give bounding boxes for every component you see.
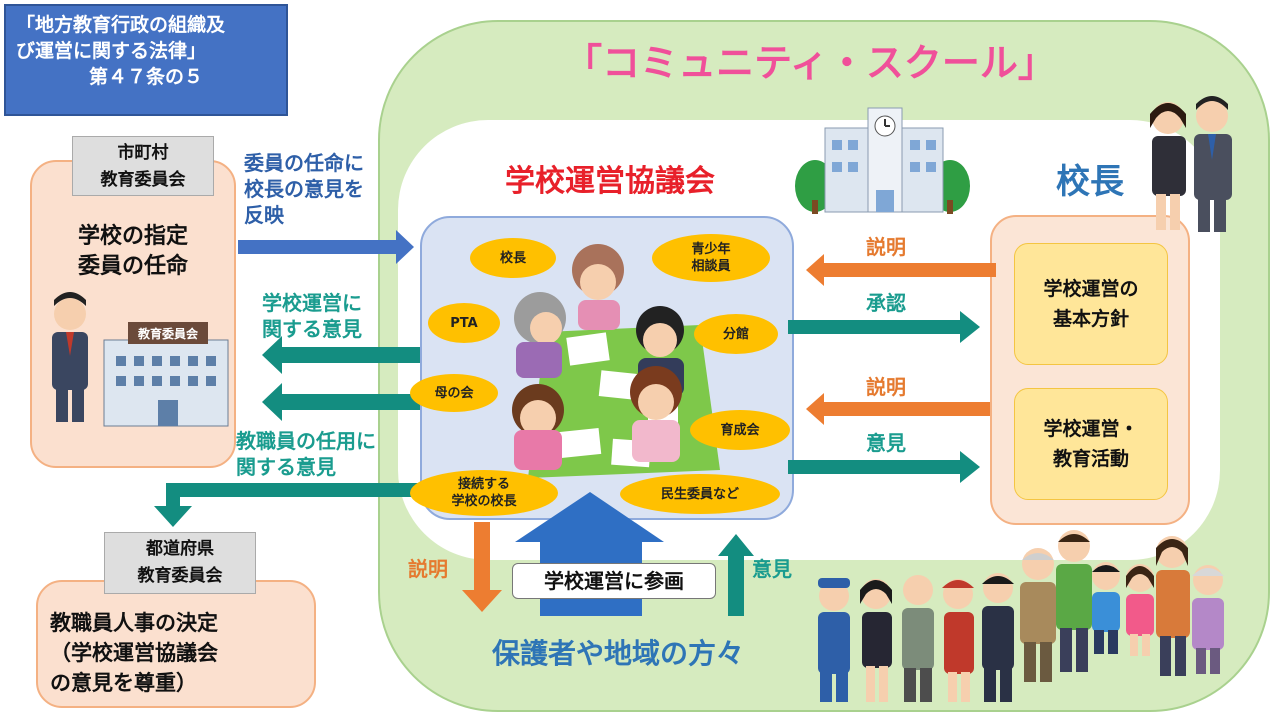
approve-label: 承認 (866, 291, 906, 315)
member-connected-school-principal: 接続する学校の校長 (410, 470, 558, 516)
municipal-label-line-1: 市町村 (117, 143, 169, 163)
basic-policy-line-1: 学校運営の (1043, 278, 1139, 300)
council-title: 学校運営協議会 (505, 164, 715, 199)
municipal-role-line-1: 学校の指定 (77, 224, 188, 249)
municipal-board-role: 学校の指定 委員の任命 (40, 222, 226, 282)
explain-label-3: 説明 (408, 557, 448, 581)
prefectural-role-line-2: （学校運営協議会 (50, 641, 218, 665)
school-building-illustration (795, 107, 970, 214)
person-elderly-woman (1192, 565, 1224, 674)
person-elderly-man (1020, 548, 1056, 682)
member-youth-counselor: 青少年相談員 (652, 234, 770, 282)
explain-arrow-1 (806, 254, 996, 286)
member-youth-association: 育成会 (690, 410, 790, 450)
school-opinion-line-2: 関する意見 (262, 317, 362, 341)
explain-label-2: 説明 (866, 375, 906, 399)
school-opinion-line-1: 学校運営に (262, 291, 362, 315)
member-branch-hall: 分館 (694, 314, 778, 354)
principals-illustration (1150, 96, 1232, 232)
activities-line-2: 教育活動 (1052, 448, 1129, 470)
law-reference-box: 「地方教育行政の組織及 び運営に関する法律」 第４７条の５ (4, 4, 288, 116)
opinion-label-1: 意見 (866, 431, 906, 455)
community-school-title: 「コミュニティ・スクール」 (564, 41, 1056, 85)
appointment-label-line-3: 反映 (244, 203, 284, 227)
person-worker (818, 578, 850, 702)
municipal-label-line-2: 教育委員会 (100, 170, 186, 190)
municipal-board-label: 市町村 教育委員会 (72, 136, 214, 196)
meeting-table-illustration (512, 244, 720, 478)
opinion-up-arrow (718, 534, 754, 616)
member-mothers-club: 母の会 (410, 374, 498, 412)
explain-label-1: 説明 (866, 235, 906, 259)
member-welfare-commissioners: 民生委員など (620, 474, 780, 514)
prefectural-role-line-3: の意見を尊重） (50, 671, 197, 695)
prefectural-board-label: 都道府県 教育委員会 (104, 532, 256, 594)
school-opinion-label: 学校運営に 関する意見 (262, 290, 362, 342)
appointment-label-line-1: 委員の任命に (244, 151, 364, 175)
community-label: 保護者や地域の方々 (491, 637, 744, 670)
appointment-label: 委員の任命に 校長の意見を 反映 (244, 150, 364, 228)
law-line-3: 第４７条の５ (88, 66, 203, 88)
basic-policy-box: 学校運営の 基本方針 (1014, 243, 1168, 365)
person-young-man (1056, 530, 1092, 672)
person-mother (1156, 536, 1190, 676)
prefectural-role-line-1: 教職員人事の決定 (50, 611, 218, 635)
member-principal: 校長 (470, 238, 556, 278)
law-line-2: び運営に関する法律」 (16, 40, 207, 62)
municipal-role-line-2: 委員の任命 (77, 254, 188, 279)
person-businessman (982, 573, 1014, 702)
prefectural-board-role: 教職員人事の決定 （学校運営協議会 の意見を尊重） (50, 608, 306, 698)
school-activities-box: 学校運営・ 教育活動 (1014, 388, 1168, 500)
staff-opinion-line-1: 教職員の任用に (236, 429, 376, 453)
law-line-1: 「地方教育行政の組織及 (16, 14, 226, 36)
participation-label: 学校運営に参画 (512, 563, 716, 599)
school-opinion-arrow (262, 336, 420, 374)
appointment-arrow (238, 230, 414, 264)
opinion-arrow-1 (788, 451, 980, 483)
member-pta: PTA (428, 303, 500, 343)
prefectural-label-line-1: 都道府県 (146, 539, 214, 559)
person-girl (1126, 564, 1154, 656)
opinion-label-2: 意見 (752, 557, 792, 581)
community-crowd-illustration (818, 530, 1224, 702)
explain-down-arrow (462, 522, 502, 612)
person-apron-woman (942, 579, 974, 702)
board-building-illustration: 教育委員会 (52, 292, 229, 427)
staff-opinion-arrow (154, 483, 420, 527)
explain-arrow-2 (806, 393, 990, 425)
appointment-label-line-2: 校長の意見を (244, 177, 364, 201)
activities-line-1: 学校運営・ (1043, 418, 1139, 440)
basic-policy-line-2: 基本方針 (1052, 308, 1129, 330)
staff-opinion-line-2: 関する意見 (236, 455, 336, 479)
person-boy (1092, 562, 1120, 654)
school-opinion-arrow-2 (262, 383, 420, 421)
person-farmer (902, 575, 934, 702)
person-office-woman (860, 579, 892, 702)
approve-arrow (788, 311, 980, 343)
staff-opinion-label: 教職員の任用に 関する意見 (236, 428, 376, 480)
prefectural-label-line-2: 教育委員会 (137, 566, 223, 586)
principal-title: 校長 (1056, 162, 1124, 202)
board-building-sign: 教育委員会 (137, 326, 199, 341)
